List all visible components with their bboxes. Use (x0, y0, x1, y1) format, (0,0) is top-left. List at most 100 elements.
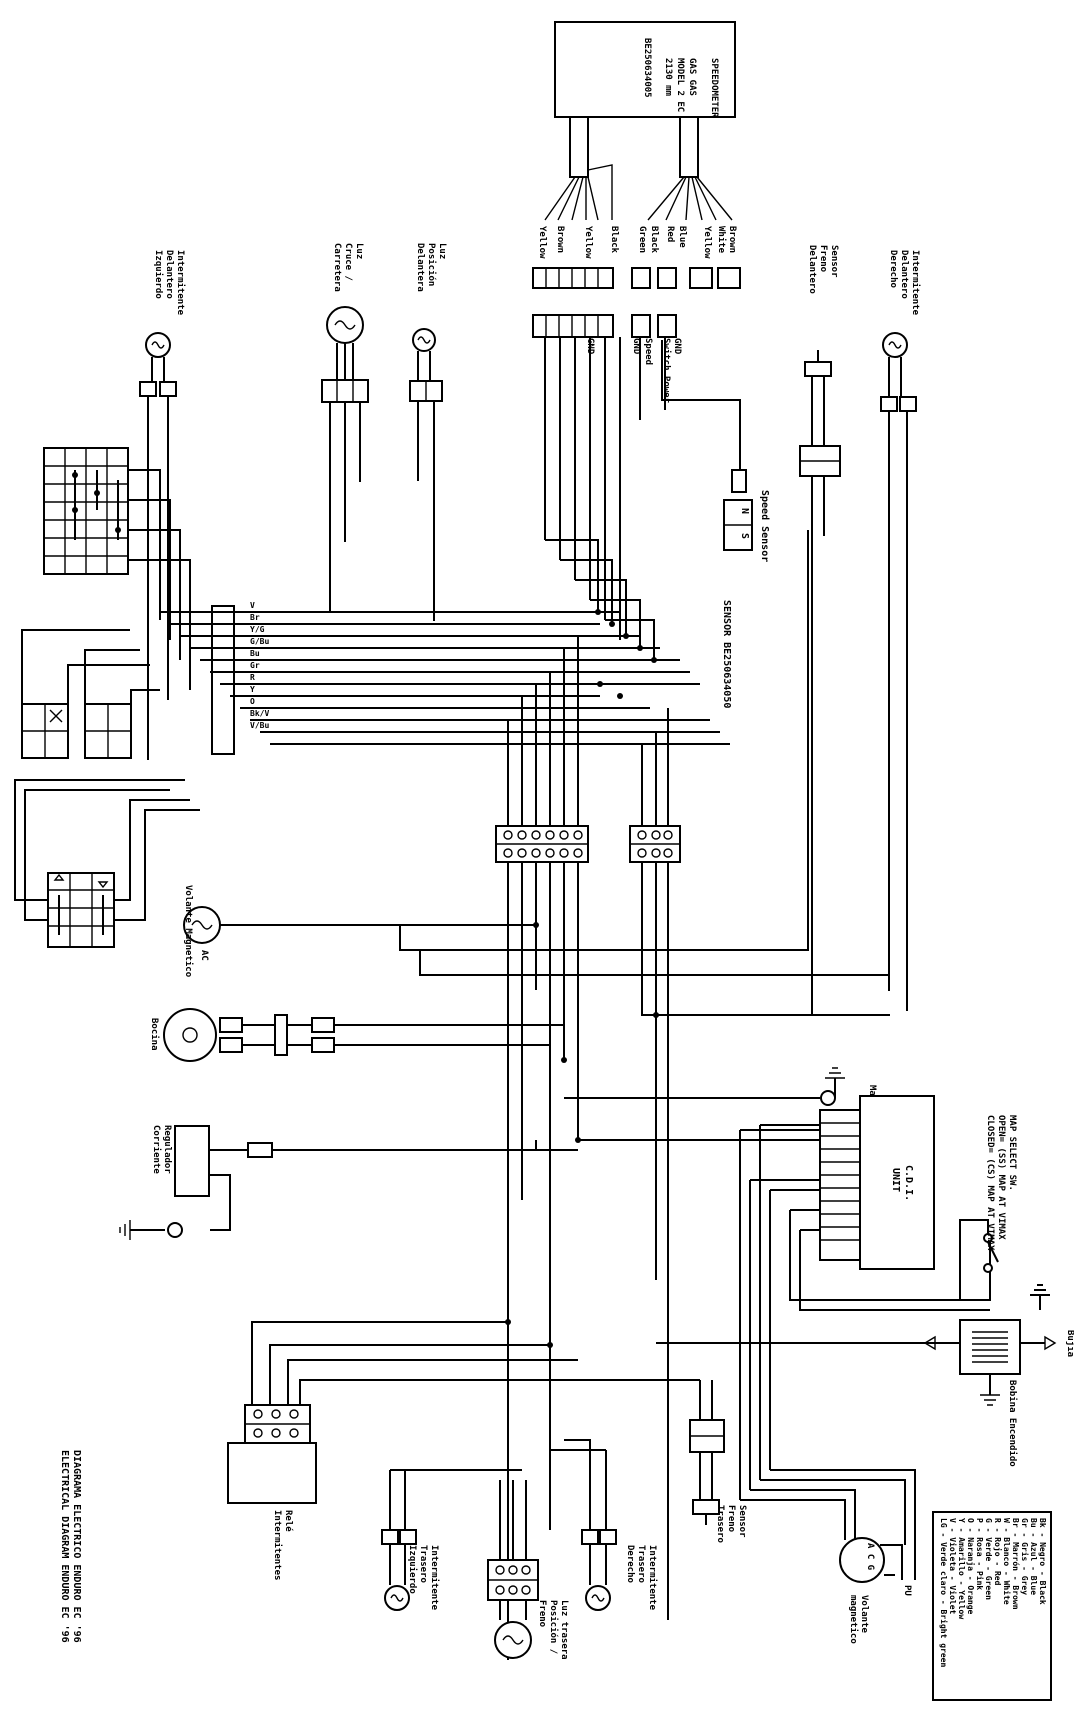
legend-1: Bu - Azul - Blue (1029, 1518, 1038, 1595)
rear-left-label-2: Izquierdo (407, 1545, 418, 1594)
bus-code-o: O (250, 697, 255, 706)
legend-2: Gr - Gris - Grey (1020, 1518, 1030, 1595)
ac-generator: AC Volante Magnetico (183, 885, 536, 977)
rear-tail-light: Luz trasera Posición / Freno (487, 1559, 569, 1660)
bus-code-br: Br (250, 613, 260, 622)
wire-label-green: Green (637, 226, 647, 253)
title-line-1: DIAGRAMA ELECTRICO ENDURO EC '96 (71, 1450, 82, 1643)
speed-sensor-pole-n: N (739, 508, 750, 514)
speed-sensor-label: Speed Sensor (759, 490, 770, 562)
harness-junction (211, 605, 235, 755)
flasher-relay-label-0: Relé (283, 1510, 294, 1532)
light-switch (43, 447, 129, 575)
title-line-2: ELECTRICAL DIAGRAM ENDURO EC '96 (59, 1450, 70, 1643)
legend-10: V - Violeta - Violet (948, 1518, 958, 1615)
diagram-title: DIAGRAMA ELECTRICO ENDURO EC '96 ELECTRI… (59, 1450, 82, 1643)
sensor-module-label: SENSOR BE250634050 (721, 600, 732, 708)
front-left-indicator-label-0: Intermitente (175, 250, 186, 316)
kill-switch (84, 703, 132, 759)
front-brake-label-1: Freno (818, 245, 828, 272)
rear-brake-label-1: Freno (726, 1505, 736, 1532)
acg-flywheel-label-1: magnetico (848, 1595, 859, 1644)
wire-label-yellow-b: Yellow (583, 226, 593, 259)
main-connector-left (495, 825, 589, 863)
wire-label-red: Red (665, 226, 675, 242)
rear-brake-label-2: Trasero (715, 1505, 725, 1543)
wire-label-yellow-c: Yellow (537, 226, 547, 259)
regulator-label-1: Corriente (151, 1125, 162, 1174)
speedometer-connectors (532, 267, 741, 338)
bus-code-gbu: G/Bu (250, 637, 269, 646)
speedometer-label-4: BE250634005 (642, 38, 652, 98)
sensor-pin-gnd: GND (672, 338, 682, 355)
sensor-module: GND Switch Power Speed GND SENSOR BE2506… (585, 338, 732, 708)
speedometer-wire-labels: Brown White Yellow Blue Red Black Green … (537, 226, 737, 259)
rear-tail-label-2: Freno (537, 1600, 547, 1627)
bus-code-vbu: V/Bu (250, 721, 269, 730)
legend-0: Bk - Negro - Black (1038, 1518, 1047, 1605)
front-headlight: Luz Cruce / Carretera (321, 243, 369, 612)
rear-right-indicator: Intermitente Trasero Derecho (581, 1450, 658, 1611)
front-right-indicator: Intermitente Delantero Derecho (880, 250, 921, 1011)
front-headlight-label-1: Cruce / (343, 243, 353, 281)
harness-bus-labels: V Br Y/G G/Bu Bu Gr R Y O Bk/V V/Bu (250, 601, 269, 730)
rear-right-label-2: Derecho (625, 1545, 635, 1583)
front-right-label-2: Derecho (888, 250, 898, 288)
front-left-indicator-label-2: Izquierdo (153, 250, 164, 299)
cdi-unit: C.D.I. UNIT (819, 1095, 935, 1270)
speedometer-label-0: SPEEDOMETER (709, 58, 719, 118)
bus-code-bu: Bu (250, 649, 260, 658)
pu-label: PU (902, 1585, 912, 1596)
front-right-label-1: Delantero (899, 250, 909, 299)
wire-label-black-a: Black (649, 226, 659, 254)
main-connector-right (629, 825, 681, 863)
wire-label-brown-a: Brown (727, 226, 737, 253)
color-legend: Bk - Negro - Black Bu - Azul - Blue Gr -… (932, 1511, 1052, 1701)
sensor-pin-switch-power: Switch Power (661, 338, 672, 404)
front-left-indicator-label-1: Delantero (164, 250, 174, 299)
front-headlight-label-0: Luz (354, 243, 364, 259)
cdi-label-0: C.D.I. (903, 1165, 914, 1201)
front-brake-sensor: Sensor Freno Delantero (799, 245, 841, 1016)
bus-code-r: R (250, 673, 255, 682)
rear-brake-sensor: Sensor Freno Trasero (689, 1380, 747, 1543)
bus-code-y: Y (250, 685, 255, 694)
rear-tail-label-0: Luz trasera (559, 1600, 569, 1660)
legend-5: R - Rojo - Red (993, 1518, 1003, 1586)
cdi-label-1: UNIT (890, 1168, 901, 1192)
bus-code-bkv: Bk/V (250, 709, 269, 718)
regulator: Regulador Corriente (119, 1125, 578, 1240)
map-select-label-2: CLOSED= (CS) MAP AT VIMAX (985, 1115, 995, 1251)
rear-right-label-0: Intermitente (647, 1545, 658, 1611)
legend-7: P - Rosa - Pink (975, 1518, 985, 1590)
bus-code-gr: Gr (250, 661, 260, 670)
wire-label-yellow-a: Yellow (702, 226, 712, 259)
legend-9: Y - Amarillo - Yellow (957, 1518, 967, 1619)
horn-label: Bocina (149, 1018, 160, 1051)
speedometer-label-2: MODEL 2 EC (675, 58, 685, 112)
ground-mass: Masa (564, 1067, 877, 1107)
flasher-relay-label-1: Intermitentes (272, 1510, 283, 1580)
volante-label: Volante Magnetico (183, 885, 194, 977)
legend-11: LG - Verde claro - Bright green (939, 1518, 949, 1667)
speed-sensor-pole-s: S (739, 533, 750, 539)
front-brake-label-0: Sensor (829, 245, 839, 278)
rear-brake-label-0: Sensor (737, 1505, 747, 1538)
rear-right-label-1: Trasero (636, 1545, 646, 1583)
front-left-indicator: Intermitente Delantero Izquierdo (139, 250, 186, 436)
bus-code-yg: Y/G (250, 625, 265, 634)
wire-label-white: White (716, 226, 727, 254)
horn-switch (21, 703, 69, 759)
acg-label: A C G (865, 1543, 875, 1570)
legend-4: W - Blanco - White (1002, 1518, 1012, 1605)
speedometer: SPEEDOMETER GAS GAS MODEL 2 EC 2130 mm B… (544, 21, 736, 221)
rear-tail-label-1: Posición / (548, 1600, 559, 1654)
sensor-pin-speed: Speed (643, 338, 653, 365)
front-right-label-0: Intermitente (910, 250, 921, 316)
legend-6: G - Verde - Green (984, 1518, 993, 1600)
map-select-label-1: OPEN= (SS) MAP AT VIMAX (996, 1115, 1006, 1240)
front-headlight-label-2: Carretera (332, 243, 342, 292)
front-position-light: Luz Posición Delantera (409, 243, 447, 621)
map-select-label-0: MAP SELECT SW. (1007, 1115, 1017, 1191)
